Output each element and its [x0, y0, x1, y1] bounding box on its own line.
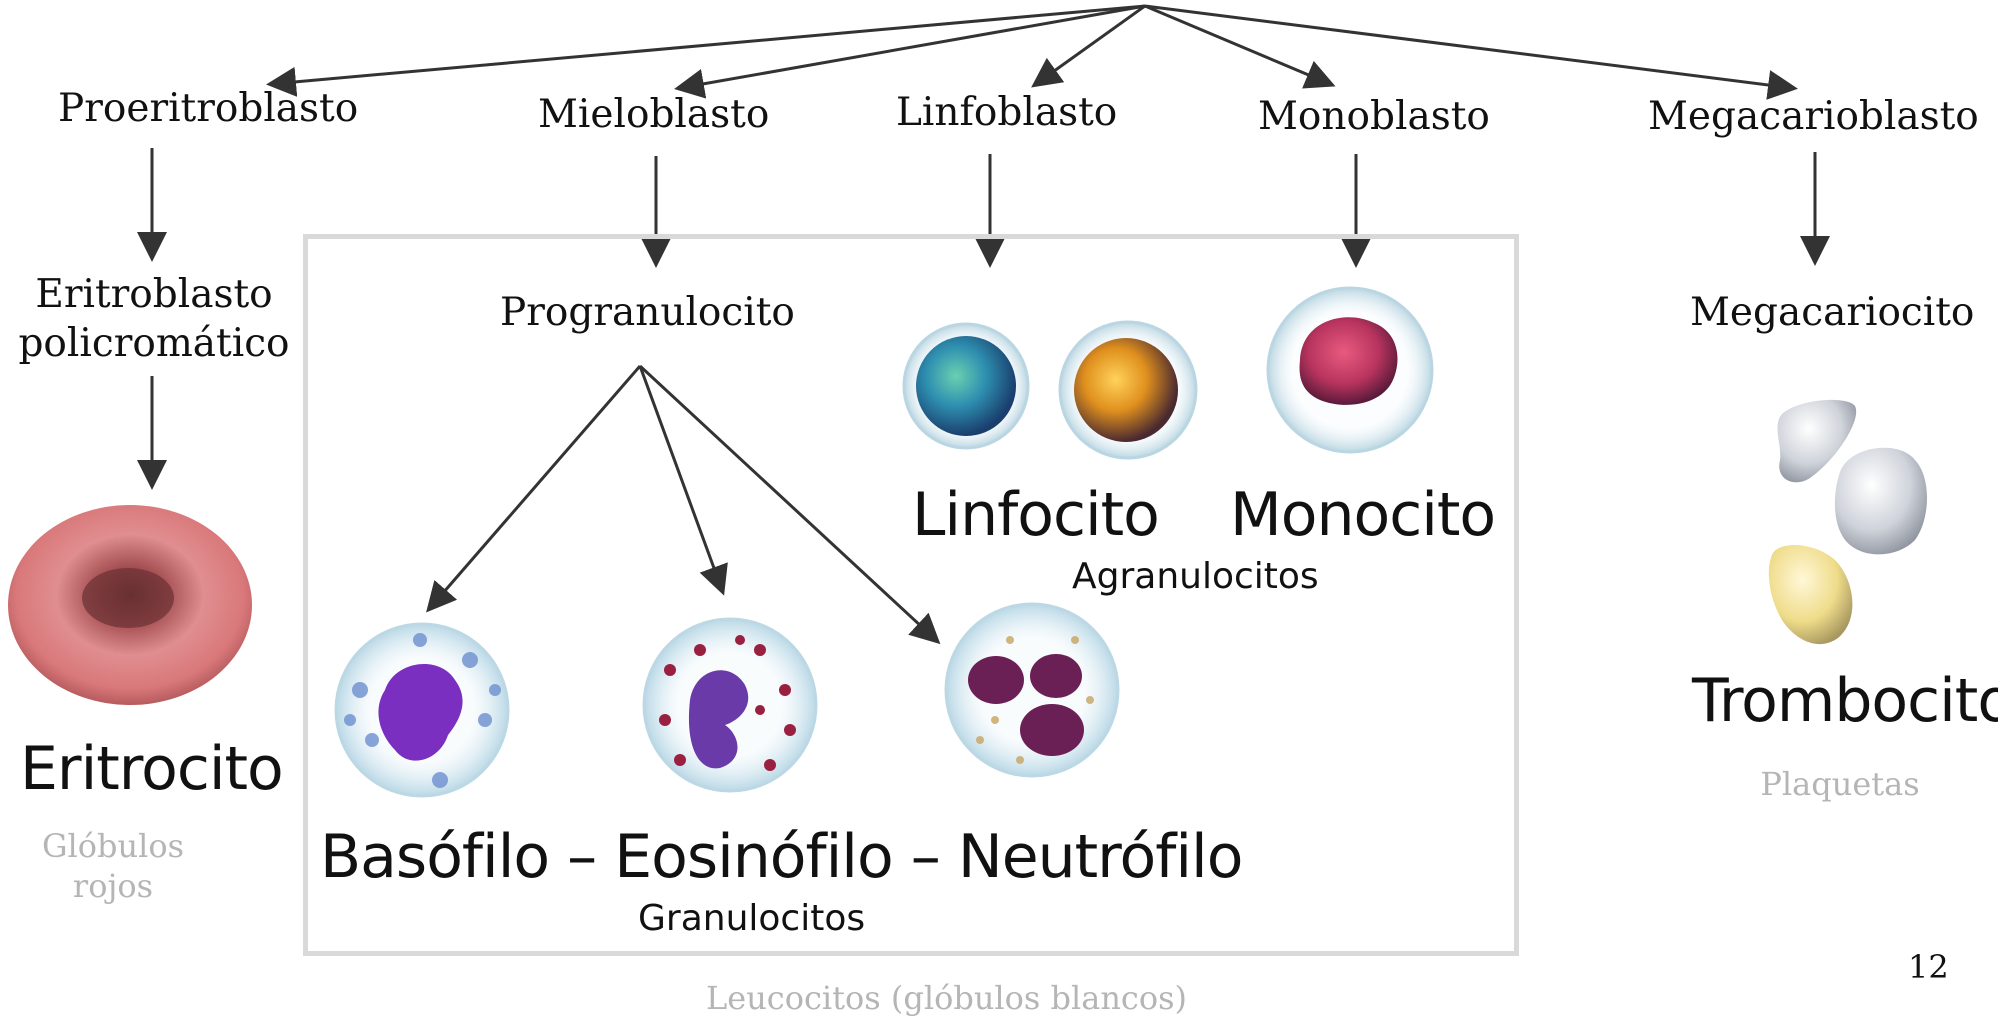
label-granulocitos: Granulocitos: [638, 898, 866, 939]
arrow-root-mieloblasto: [674, 4, 1146, 99]
label-mieloblasto: Mieloblasto: [538, 92, 770, 137]
neutrophil: [944, 602, 1120, 778]
leucocitos-group-box: [303, 234, 1519, 956]
lymphocyte-orange: [1058, 320, 1198, 460]
label-monoblasto: Monoblasto: [1258, 94, 1490, 139]
arrow-progranulocito-neutrofilo: [638, 364, 941, 645]
globulos-rojos-line2: rojos: [72, 867, 154, 905]
platelet-middle: [1834, 447, 1928, 555]
arrow-root-megacarioblasto: [1144, 4, 1798, 100]
platelet-top: [1777, 399, 1857, 483]
label-eritrocito: Eritrocito: [20, 734, 284, 804]
label-linfoblasto: Linfoblasto: [896, 90, 1118, 135]
label-megacariocito: Megacariocito: [1690, 290, 1975, 335]
label-megacarioblasto: Megacarioblasto: [1648, 94, 1979, 139]
arrow-progranulocito-eosinofilo: [638, 365, 728, 596]
page-number: 12: [1908, 948, 1949, 986]
label-proeritroblasto: Proeritroblasto: [58, 86, 359, 131]
erythrocyte-center: [82, 568, 174, 628]
label-eritroblasto-policromatico: Eritroblasto policromático: [18, 270, 289, 368]
label-trombocito: Trombocito: [1692, 666, 1998, 736]
label-plaquetas: Plaquetas: [1760, 765, 1920, 803]
label-agranulocitos: Agranulocitos: [1072, 556, 1319, 597]
label-leucocitos: Leucocitos (glóbulos blancos): [706, 979, 1188, 1017]
monocyte: [1266, 286, 1434, 454]
label-progranulocito: Progranulocito: [500, 290, 795, 335]
label-globulos-rojos: Glóbulos rojos: [42, 826, 184, 906]
arrow-progranulocito-basofilo: [426, 365, 642, 613]
arrow-root-monoblasto: [1144, 4, 1336, 89]
eosinophil: [642, 617, 818, 793]
label-linfocito: Linfocito: [912, 480, 1160, 550]
platelet-bottom: [1768, 544, 1853, 645]
eritroblasto-line2: policromático: [18, 321, 290, 366]
arrow-root-proeritroblasto: [266, 4, 1146, 97]
lymphocyte-blue: [902, 322, 1030, 450]
basophil: [334, 622, 510, 798]
globulos-rojos-line1: Glóbulos: [41, 827, 185, 865]
arrow-root-linfoblasto: [1031, 4, 1146, 88]
label-granulocitos-series: Basófilo – Eosinófilo – Neutrófilo: [320, 822, 1243, 892]
eritroblasto-line1: Eritroblasto: [35, 272, 273, 317]
label-monocito: Monocito: [1230, 480, 1496, 550]
